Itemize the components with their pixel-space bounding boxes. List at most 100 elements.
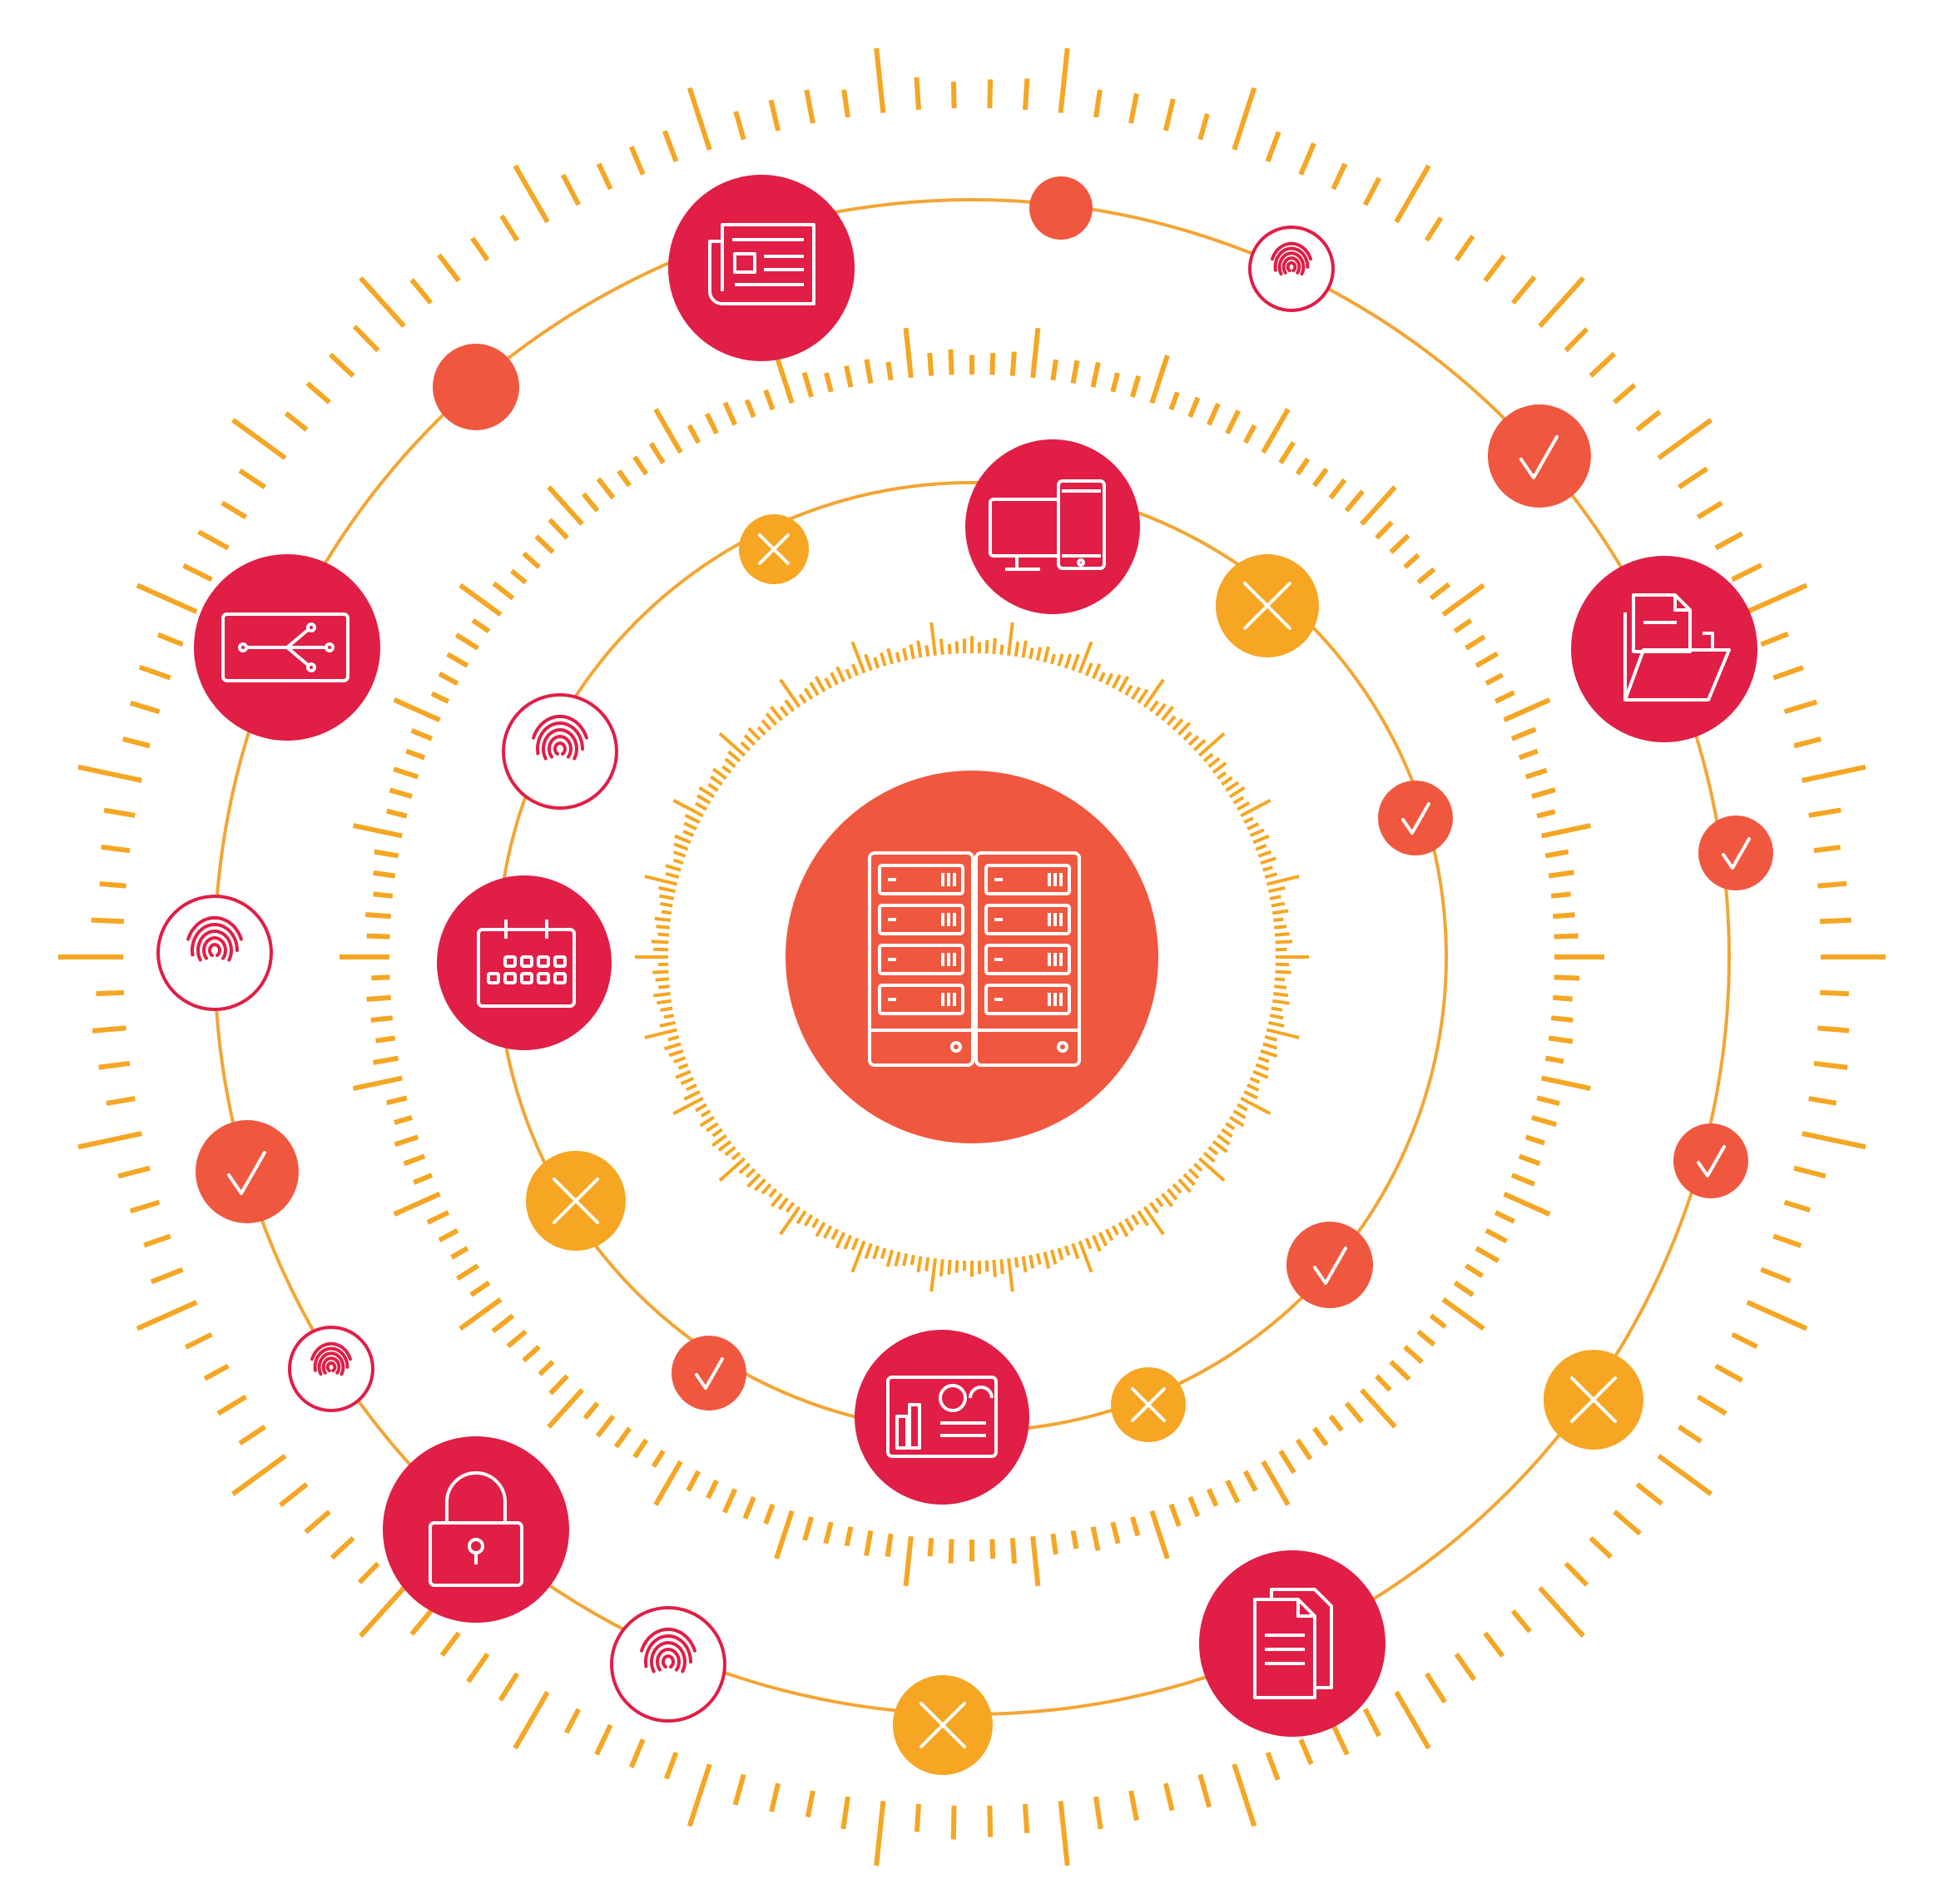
tick-mark <box>1143 678 1165 708</box>
tick-mark <box>1269 1014 1284 1020</box>
tick-mark <box>1029 647 1034 660</box>
tick-mark <box>1295 1438 1313 1460</box>
tick-mark <box>1187 1168 1200 1179</box>
tick-mark <box>948 349 954 375</box>
tick-mark <box>1257 1056 1270 1064</box>
tick-mark <box>712 767 727 781</box>
tick-mark <box>458 1297 503 1331</box>
tick-mark <box>1161 706 1174 721</box>
tick-mark <box>632 1438 649 1459</box>
tick-mark <box>1544 1055 1564 1064</box>
tick-mark <box>732 1773 746 1806</box>
tick-mark <box>910 1254 915 1266</box>
tick-mark <box>1819 989 1850 997</box>
tick-mark <box>1221 776 1233 786</box>
tick-mark <box>1589 1536 1613 1559</box>
tick-mark <box>1249 1076 1261 1084</box>
tick-mark <box>1494 690 1515 704</box>
dashboard-card-icon <box>886 1376 998 1458</box>
tick-mark <box>1023 1803 1030 1833</box>
tick-mark <box>77 1131 142 1150</box>
tick-mark <box>1243 1090 1258 1100</box>
tick-mark <box>594 1723 613 1756</box>
tick-mark <box>1746 583 1808 614</box>
tick-mark <box>1328 478 1347 500</box>
fingerprint-icon <box>532 714 588 761</box>
tick-mark <box>1009 351 1017 376</box>
tick-mark <box>373 891 394 899</box>
tick-mark <box>1232 796 1245 805</box>
tick-mark <box>1182 731 1192 741</box>
tick-mark <box>1007 622 1014 656</box>
fingerprint-node <box>288 1326 374 1412</box>
tick-mark <box>522 551 541 569</box>
tick-mark <box>1269 895 1281 900</box>
tick-mark <box>706 1122 719 1133</box>
tick-mark <box>660 1006 673 1012</box>
tick-mark <box>738 1163 751 1175</box>
tick-mark <box>672 799 704 818</box>
check-icon <box>695 1357 724 1390</box>
tick-mark <box>718 731 746 757</box>
tick-mark <box>150 1267 184 1285</box>
tick-mark <box>1344 1401 1365 1424</box>
tick-mark <box>77 764 142 783</box>
tick-mark <box>1187 1495 1201 1518</box>
tick-mark <box>1731 563 1763 583</box>
tick-mark <box>1149 355 1170 404</box>
tick-mark <box>1613 383 1637 404</box>
tick-mark <box>661 910 672 915</box>
tick-mark <box>711 1133 727 1148</box>
tick-mark <box>1360 485 1397 526</box>
server-rack-icon <box>868 851 1081 1067</box>
tick-mark <box>1172 1183 1182 1194</box>
tick-mark <box>1237 801 1251 811</box>
check-icon <box>227 1151 266 1195</box>
tick-mark <box>458 583 503 617</box>
tick-mark <box>1731 1331 1758 1350</box>
tick-mark <box>1564 327 1589 353</box>
tick-mark <box>1118 1222 1129 1237</box>
tick-mark <box>548 518 569 540</box>
tick-mark <box>784 699 796 712</box>
tick-mark <box>595 1414 616 1438</box>
tick-mark <box>203 1363 230 1381</box>
tick-mark <box>954 641 959 654</box>
tick-mark <box>628 1738 646 1768</box>
inner-ring-nodes <box>437 439 1453 1505</box>
tick-mark <box>989 353 996 375</box>
tick-mark <box>902 1252 909 1267</box>
tick-mark <box>632 455 649 476</box>
tick-mark <box>665 871 680 880</box>
tick-mark <box>1128 1790 1139 1822</box>
tick-mark <box>864 653 873 672</box>
tick-mark <box>1271 1006 1283 1012</box>
cross-icon <box>1243 582 1291 630</box>
outer-ring-nodes <box>156 175 1773 1775</box>
tick-mark <box>1148 1202 1159 1214</box>
tick-mark <box>746 1173 761 1188</box>
tick-mark <box>1212 761 1227 774</box>
tick-mark <box>1212 1140 1228 1153</box>
tick-mark <box>1817 880 1847 889</box>
tick-mark <box>330 1536 355 1560</box>
tick-mark <box>1098 1232 1108 1247</box>
tick-mark <box>885 361 894 381</box>
tick-mark <box>1029 1254 1035 1269</box>
tick-mark <box>1035 1252 1042 1265</box>
tick-mark <box>682 830 695 838</box>
tick-mark <box>1375 1374 1392 1392</box>
tick-mark <box>304 1510 331 1535</box>
cross-node <box>526 1151 626 1251</box>
tick-mark <box>1483 254 1506 283</box>
tick-mark <box>393 766 419 780</box>
tick-mark <box>1130 1214 1140 1226</box>
dashboard-card-node <box>855 1330 1029 1505</box>
tick-mark <box>774 355 795 404</box>
tick-mark <box>1225 1479 1241 1504</box>
tick-mark <box>1271 909 1289 915</box>
tick-mark <box>686 87 712 151</box>
tick-mark <box>182 563 213 583</box>
tick-mark <box>1023 78 1030 111</box>
tick-mark <box>1124 1217 1135 1232</box>
